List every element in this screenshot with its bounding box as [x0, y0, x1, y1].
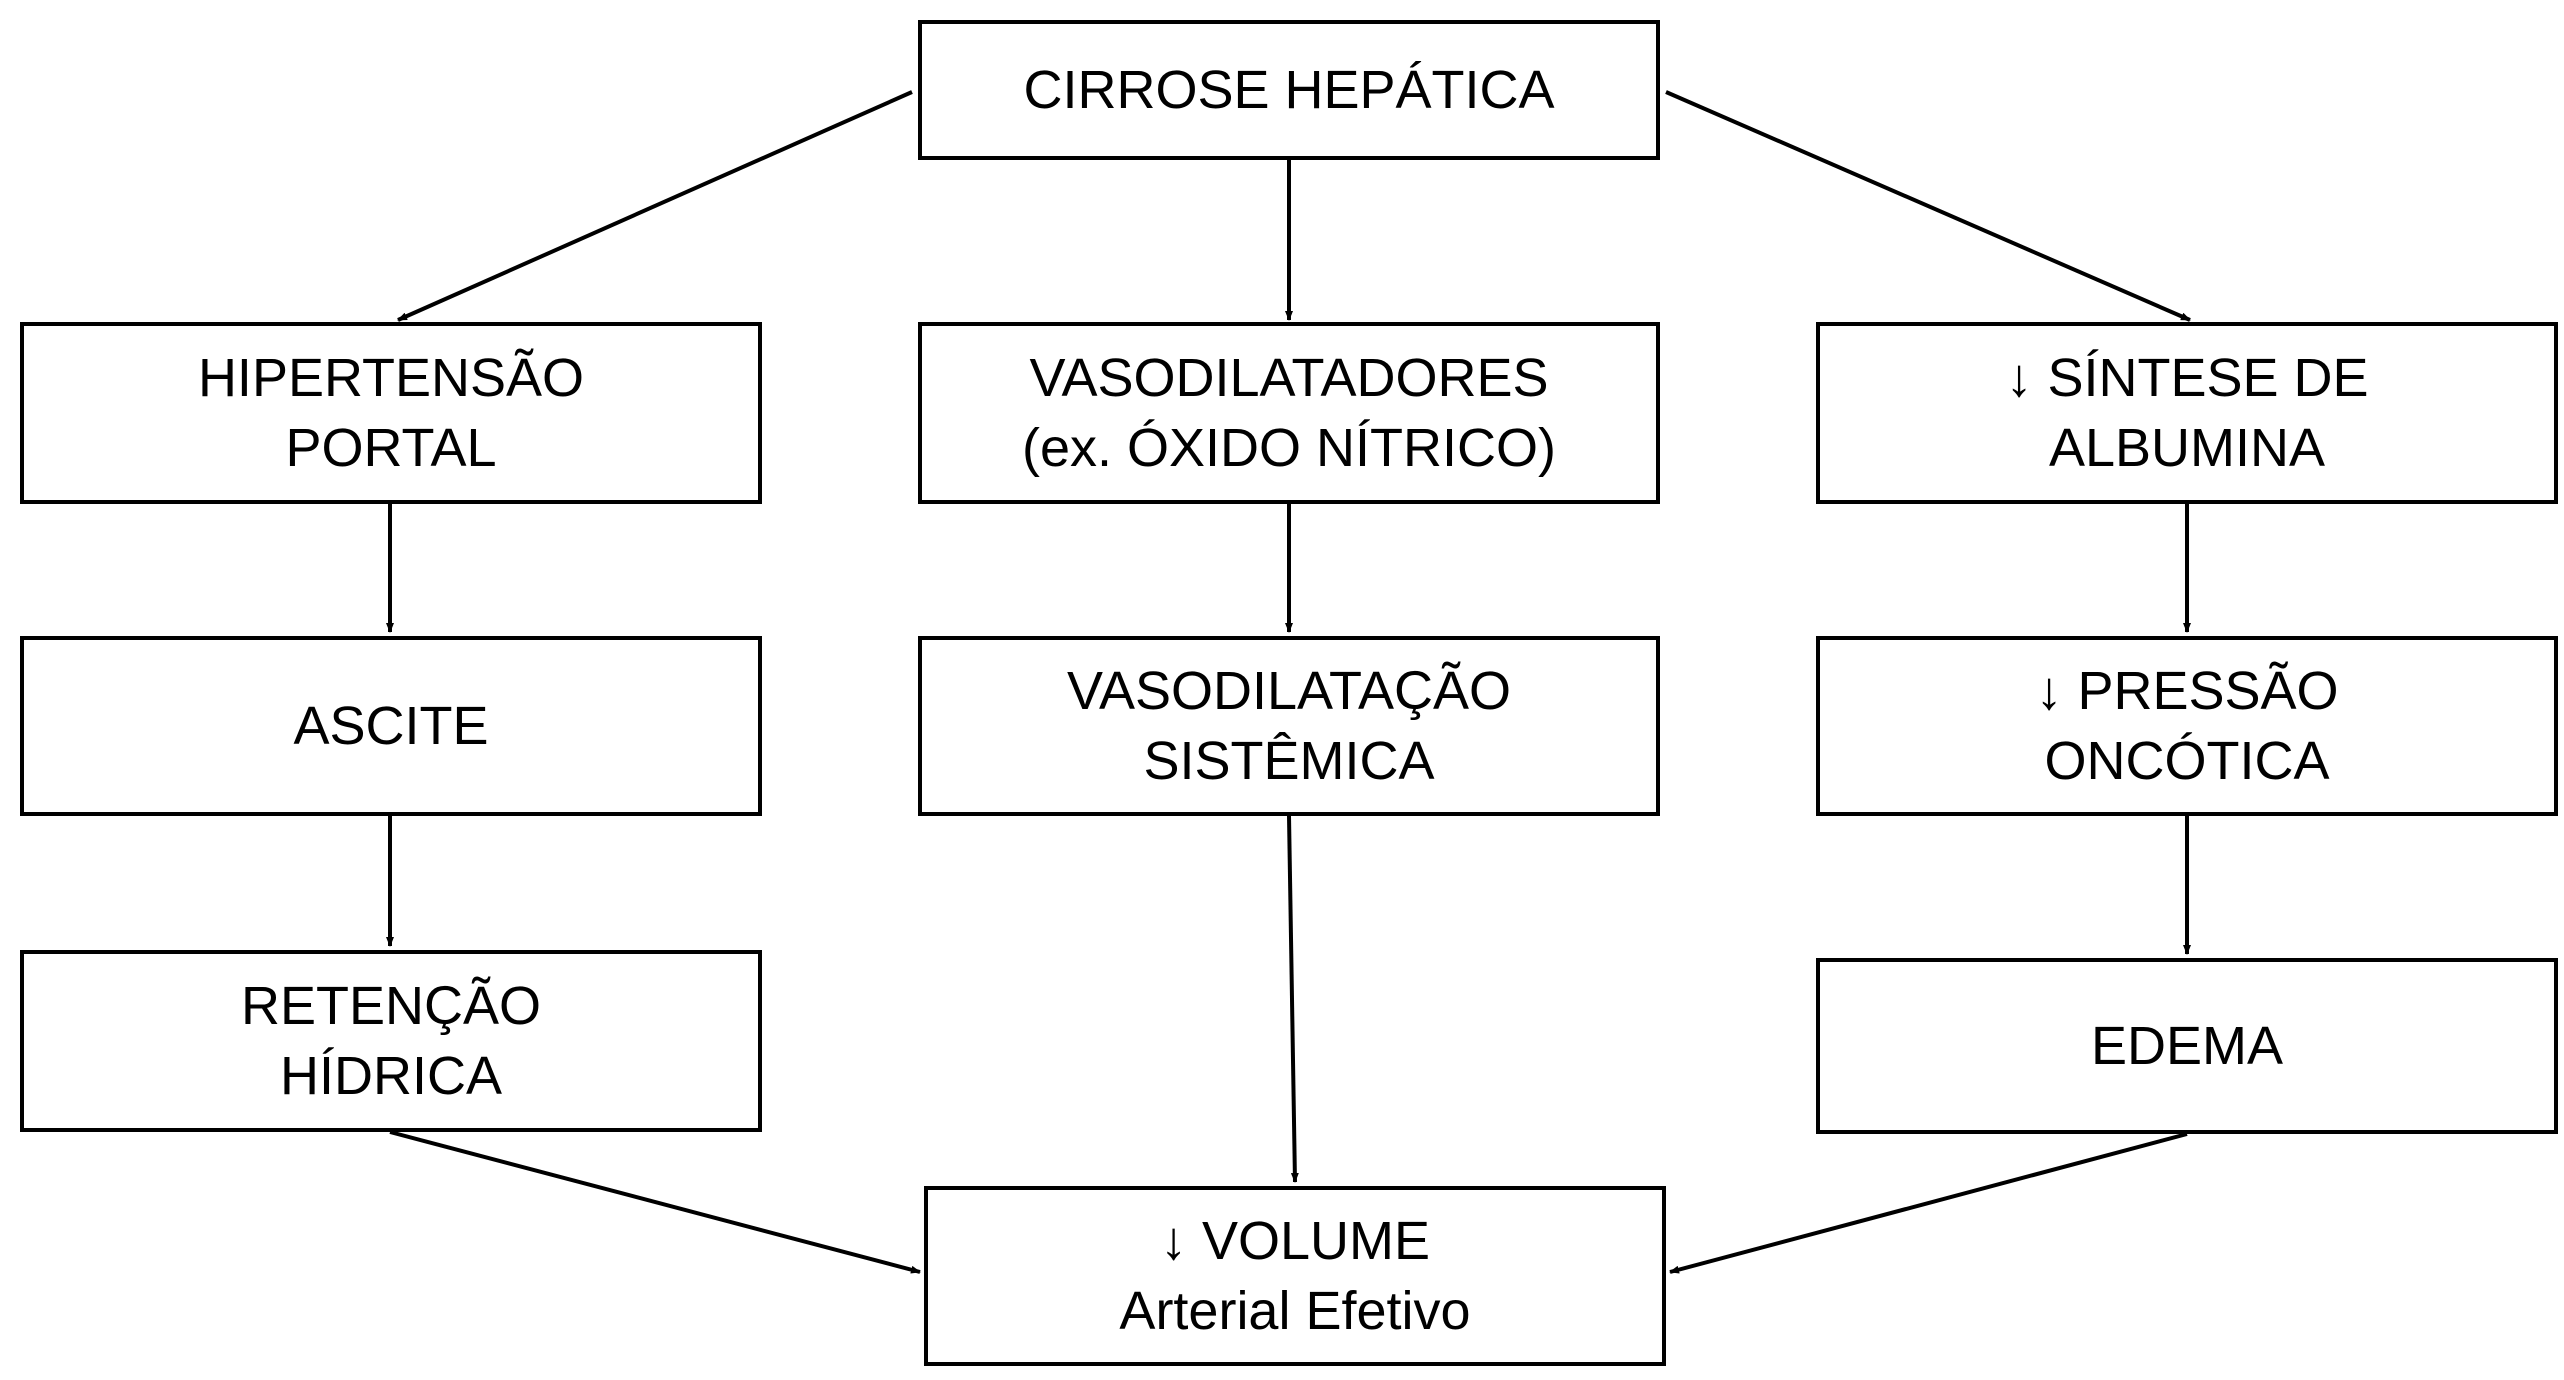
node-vasodilatacao-sistemica: VASODILATAÇÃO SISTÊMICA — [918, 636, 1660, 816]
arrow-cirrose-to-sintese — [1665, 90, 2191, 322]
node-hipertensao-portal-line-2: PORTAL — [285, 418, 497, 478]
node-ascite: ASCITE — [20, 636, 762, 816]
node-edema: EDEMA — [1816, 958, 2558, 1134]
node-cirrose-hepatica: CIRROSE HEPÁTICA — [918, 20, 1660, 160]
node-cirrose-hepatica-label: CIRROSE HEPÁTICA — [1023, 60, 1555, 120]
node-vasodilatadores-line-1: VASODILATADORES — [1029, 348, 1549, 408]
node-vasodilatacao-sistemica-line-1: VASODILATAÇÃO — [1066, 661, 1512, 721]
node-volume-arterial-efetivo: ↓ VOLUME Arterial Efetivo — [924, 1186, 1666, 1366]
node-retencao-hidrica: RETENÇÃO HÍDRICA — [20, 950, 762, 1132]
node-sintese-albumina-line-2: ALBUMINA — [2048, 418, 2326, 478]
node-vasodilatacao-sistemica-line-2: SISTÊMICA — [1143, 731, 1435, 791]
arrow-edema-to-volume — [1669, 1132, 2188, 1274]
node-pressao-oncotica-line-2: ONCÓTICA — [2044, 731, 2330, 791]
node-edema-label: EDEMA — [2090, 1016, 2284, 1076]
node-sintese-albumina-line-1: ↓ SÍNTESE DE — [2005, 348, 2369, 408]
node-pressao-oncotica-line-1: ↓ PRESSÃO — [2035, 661, 2339, 721]
node-hipertensao-portal-line-1: HIPERTENSÃO — [197, 348, 585, 408]
node-volume-arterial-efetivo-line-2: Arterial Efetivo — [1119, 1281, 1471, 1341]
node-vasodilatadores: VASODILATADORES (ex. ÓXIDO NÍTRICO) — [918, 322, 1660, 504]
node-retencao-hidrica-line-2: HÍDRICA — [279, 1046, 502, 1106]
node-sintese-albumina: ↓ SÍNTESE DE ALBUMINA — [1816, 322, 2558, 504]
node-ascite-label: ASCITE — [293, 696, 489, 756]
node-volume-arterial-efetivo-line-1: ↓ VOLUME — [1159, 1211, 1431, 1271]
arrow-vasodilatacao-to-volume — [1287, 815, 1299, 1183]
node-pressao-oncotica: ↓ PRESSÃO ONCÓTICA — [1816, 636, 2558, 816]
arrow-cirrose-to-hipertensao — [397, 90, 913, 322]
node-hipertensao-portal: HIPERTENSÃO PORTAL — [20, 322, 762, 504]
arrow-retencao-to-volume — [389, 1130, 921, 1274]
node-vasodilatadores-line-2: (ex. ÓXIDO NÍTRICO) — [1021, 418, 1556, 478]
node-retencao-hidrica-line-1: RETENÇÃO — [240, 976, 542, 1036]
